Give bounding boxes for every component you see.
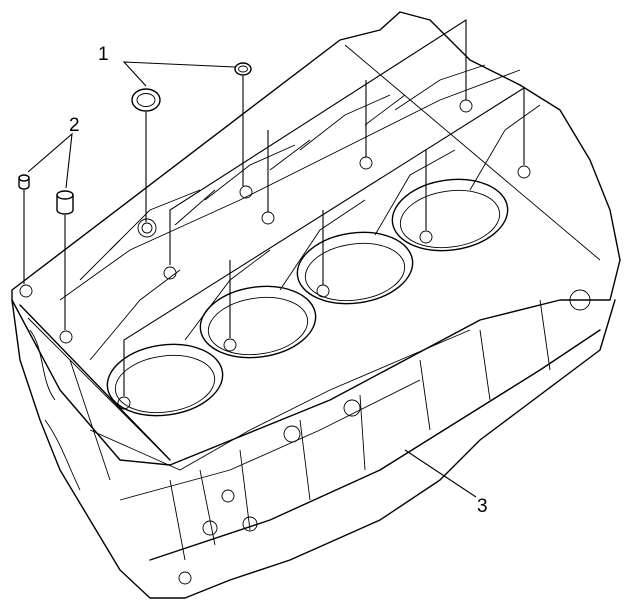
seal-ring-small [234,62,252,76]
leader-lines [27,18,525,498]
cylinder-bores [106,178,509,417]
callout-2: 2 [69,115,80,136]
part-1-seal-rings [131,62,252,222]
dowel-pin-small [18,174,30,190]
cylinder-bore-3 [296,231,414,305]
part-2-dowel-pins [18,174,74,330]
engine-block [11,11,621,599]
callout-3: 3 [477,496,488,517]
cylinder-bore-2 [199,285,317,359]
dowel-pin-large [56,190,74,215]
cylinder-bore-1 [106,343,224,417]
bolt-holes [19,99,591,585]
seal-ring-large [131,88,161,112]
callout-1: 1 [98,44,109,65]
cylinder-bore-4 [391,178,509,252]
bulkheads [59,64,541,361]
